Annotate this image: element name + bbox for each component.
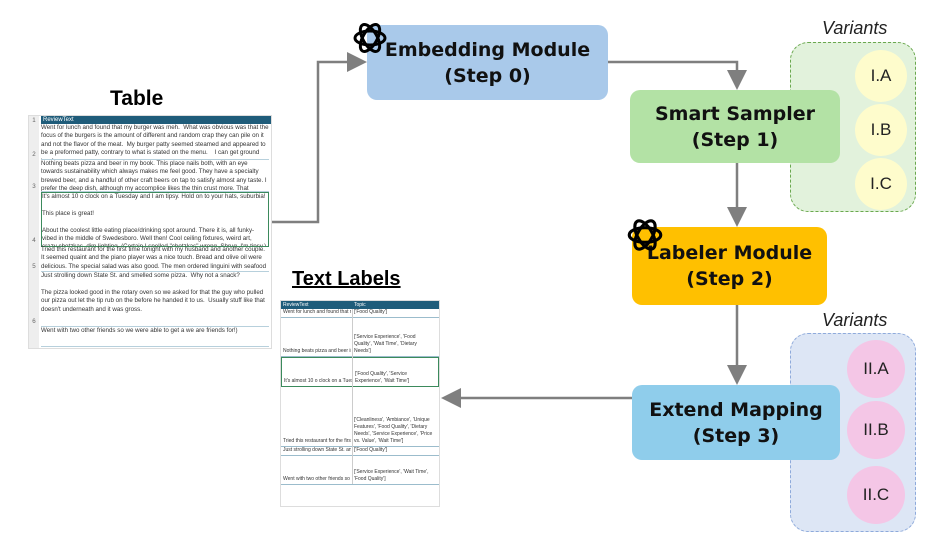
embedding-title: Embedding Module: [384, 38, 591, 61]
column-divider: [352, 309, 353, 484]
label-review: Went for lunch and found that my burg: [283, 308, 351, 315]
row-number: 4: [29, 237, 39, 246]
arrow-table-to-embedding: [270, 52, 367, 224]
label-topic: ['Food Quality']: [354, 309, 388, 315]
sampler-step: (Step 1): [691, 128, 779, 151]
variant-iia: II.A: [847, 340, 905, 398]
label-row: Went with two other friends so we wer['S…: [281, 456, 439, 485]
table-row: It's almost 10 o clock on a Tuesday and …: [41, 192, 269, 247]
row-number: 2: [29, 151, 39, 160]
extend-title: Extend Mapping: [649, 398, 823, 421]
table-row: Went with two other friends so we were a…: [41, 327, 269, 347]
openai-logo-icon: [353, 23, 387, 53]
row-number: 6: [29, 318, 39, 327]
header-reviewtext: ReviewText: [283, 302, 309, 308]
label-row: Nothing beats pizza and beer in my bo['S…: [281, 318, 439, 357]
label-topic: ['Service Experience', 'Food Quality', '…: [354, 334, 417, 354]
openai-logo-icon: [627, 219, 663, 251]
labeler-module: Labeler Module (Step 2): [632, 227, 827, 305]
label-row: Tried this restaurant for the first time…: [281, 386, 439, 447]
variants-group-2: II.A II.B II.C: [790, 333, 916, 532]
row-number: 5: [29, 263, 39, 272]
review-table: ReviewText Went for lunch and found that…: [28, 115, 272, 349]
label-review: Tried this restaurant for the first time…: [283, 437, 351, 444]
sampler-title: Smart Sampler: [654, 102, 816, 125]
label-review: It's almost 10 o clock on a Tuesday and: [284, 377, 352, 384]
table-row: Just strolling down State St. and smelle…: [41, 272, 269, 327]
variants-label-2: Variants: [822, 310, 888, 330]
label-review: Went with two other friends so we wer: [283, 475, 351, 482]
label-topic: ['Cleanliness', 'Ambiance', 'Unique Feat…: [354, 417, 433, 444]
row-number: 1: [29, 117, 39, 126]
label-topic: ['Food Quality', 'Service Experience', '…: [355, 371, 410, 384]
label-row: Just strolling down State St. and smell[…: [281, 447, 439, 456]
table-title: Table: [104, 87, 170, 111]
variant-ia: I.A: [855, 50, 907, 102]
embedding-module: Embedding Module (Step 0): [367, 25, 608, 100]
table-row: Nothing beats pizza and beer in my book.…: [41, 160, 269, 192]
variant-ib: I.B: [855, 104, 907, 156]
variant-ic: I.C: [855, 158, 907, 210]
table-header: ReviewText: [41, 116, 271, 124]
text-labels-table: ReviewText Topic Went for lunch and foun…: [280, 300, 440, 507]
variant-iib: II.B: [847, 401, 905, 459]
label-topic: ['Food Quality']: [354, 447, 388, 453]
header-reviewtext: ReviewText: [43, 117, 74, 123]
extend-mapping-module: Extend Mapping (Step 3): [632, 385, 840, 460]
label-review: Just strolling down State St. and smell: [283, 446, 351, 453]
label-review: Nothing beats pizza and beer in my bo: [283, 347, 351, 354]
table-row: Tried this restaurant for the first time…: [41, 246, 269, 272]
label-row: Went for lunch and found that my burg['F…: [281, 309, 439, 318]
variants-label-1: Variants: [822, 18, 888, 38]
labels-header: ReviewText Topic: [281, 301, 439, 309]
extend-step: (Step 3): [692, 424, 780, 447]
variant-iic: II.C: [847, 466, 905, 524]
text-labels-title: Text Labels: [290, 268, 403, 291]
smart-sampler-module: Smart Sampler (Step 1): [630, 90, 840, 163]
table-row: Went for lunch and found that my burger …: [41, 124, 269, 160]
arrow-embedding-to-sampler: [608, 60, 747, 90]
label-row: It's almost 10 o clock on a Tuesday and[…: [281, 357, 439, 387]
header-topic: Topic: [354, 302, 366, 308]
row-number: 3: [29, 183, 39, 192]
label-topic: ['Service Experience', 'Wait Time', 'Foo…: [354, 469, 429, 482]
labeler-title: Labeler Module: [646, 242, 813, 264]
labeler-step: (Step 2): [686, 268, 773, 290]
embedding-step: (Step 0): [444, 64, 531, 87]
